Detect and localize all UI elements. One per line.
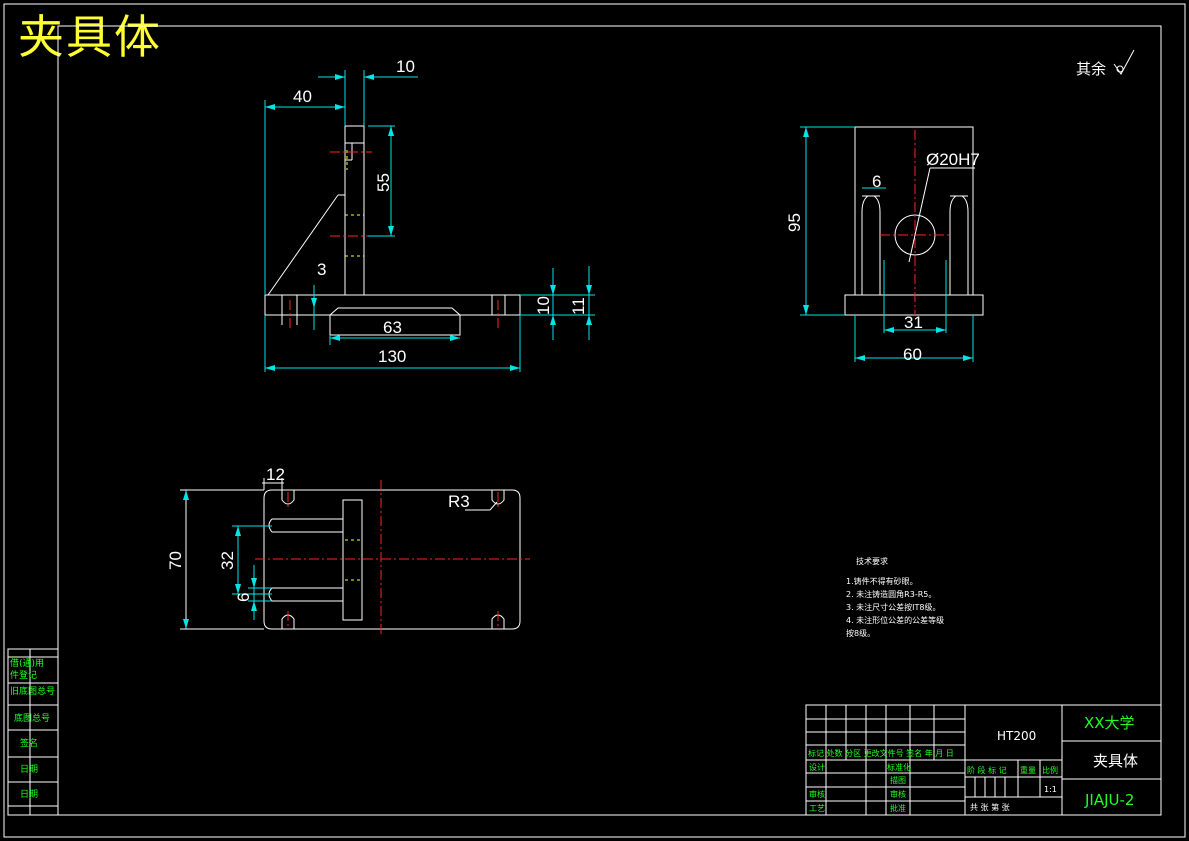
- dim-60: 60: [903, 345, 922, 364]
- weight-label: 重量: [1020, 765, 1036, 775]
- dim-10-right: 10: [534, 296, 553, 315]
- side-view-dimension-lines: [800, 126, 974, 362]
- plan-view-dimension-lines-cyan: [232, 525, 272, 620]
- side-table-cell: 签名: [20, 737, 38, 749]
- front-view: [264, 125, 521, 336]
- drawing-title: 夹具体: [18, 10, 162, 64]
- front-view-dimension-lines: [264, 70, 595, 372]
- plan-view-arrows: [183, 490, 257, 629]
- label-check: 审核: [890, 789, 906, 799]
- dim-130: 130: [378, 347, 406, 366]
- dim-31: 31: [904, 313, 923, 332]
- dim-r3: R3: [448, 492, 470, 511]
- scale-value: 1:1: [1044, 785, 1057, 794]
- side-table-cell: 日期: [20, 764, 38, 775]
- label-drafting: 描图: [890, 775, 906, 785]
- tech-notes-heading: 技术要求: [856, 556, 888, 566]
- dim-10-top: 10: [396, 57, 415, 76]
- plan-view-dimension-lines: [180, 478, 498, 630]
- dim-32: 32: [218, 551, 237, 570]
- side-table-cell: 借(通)用: [10, 657, 44, 669]
- stage-header: 阶 段 标 记: [967, 765, 1007, 775]
- dim-6-side: 6: [872, 172, 881, 191]
- tech-note-line: 1.铸件不得有砂眼。: [846, 576, 918, 586]
- dim-6-plan: 6: [234, 593, 253, 602]
- label-design: 设计: [809, 762, 825, 772]
- side-table-cell: 底图总号: [14, 712, 50, 724]
- roughness-label: 其余: [1076, 60, 1106, 78]
- plan-view: [263, 489, 521, 630]
- side-registry-table: [7, 648, 59, 816]
- school-name: XX大学: [1084, 714, 1135, 732]
- dim-40: 40: [293, 87, 312, 106]
- label-standardize: 标准化: [887, 762, 911, 772]
- label-process: 工艺: [809, 804, 825, 813]
- dim-3: 3: [317, 260, 326, 279]
- tech-note-line: 4. 未注形位公差的公差等级: [846, 615, 944, 625]
- tech-note-line: 3. 未注尺寸公差按IT8级。: [846, 602, 941, 612]
- side-view-arrows: [803, 127, 973, 361]
- side-table-cell: 件登记: [10, 669, 37, 681]
- tech-note-line: 按8级。: [846, 628, 875, 638]
- label-review: 审核: [809, 789, 825, 799]
- side-view-leader: [908, 167, 975, 263]
- scale-label: 比例: [1042, 765, 1058, 775]
- plan-view-centerlines: [255, 480, 530, 636]
- tech-notes: 技术要求 1.铸件不得有砂眼。 2. 未注铸造圆角R3-R5。 3. 未注尺寸公…: [846, 556, 944, 638]
- side-view: [844, 126, 984, 316]
- dim-95: 95: [785, 213, 804, 232]
- outer-frame: [3, 3, 1186, 838]
- dim-12: 12: [266, 465, 285, 484]
- front-view-hidden-lines: [345, 150, 364, 257]
- front-view-centerlines: [289, 151, 499, 330]
- revision-header: 标记 处数 分区 更改文件号 签名 年 月 日: [808, 748, 954, 758]
- dim-55: 55: [374, 173, 393, 192]
- front-view-arrows: [265, 74, 592, 371]
- inner-frame: [57, 25, 1162, 816]
- drawing-number: JIAJU-2: [1084, 791, 1134, 809]
- dim-11: 11: [569, 297, 588, 315]
- roughness-symbol-icon: [1113, 49, 1135, 75]
- plan-view-hidden-lines: [345, 539, 360, 581]
- title-block: [805, 704, 1162, 816]
- dim-63: 63: [383, 318, 402, 337]
- sheets-info: 共 张 第 张: [970, 802, 1010, 812]
- label-approve: 批准: [890, 803, 906, 813]
- side-table-cell: 日期: [20, 789, 38, 800]
- material: HT200: [997, 729, 1036, 743]
- dim-70: 70: [166, 551, 185, 570]
- tech-note-line: 2. 未注铸造圆角R3-R5。: [846, 589, 936, 599]
- part-name: 夹具体: [1093, 752, 1138, 770]
- dim-diameter: Ø20H7: [926, 150, 980, 169]
- side-view-centerlines: [880, 130, 950, 315]
- side-table-cell: 旧底图总号: [10, 685, 55, 697]
